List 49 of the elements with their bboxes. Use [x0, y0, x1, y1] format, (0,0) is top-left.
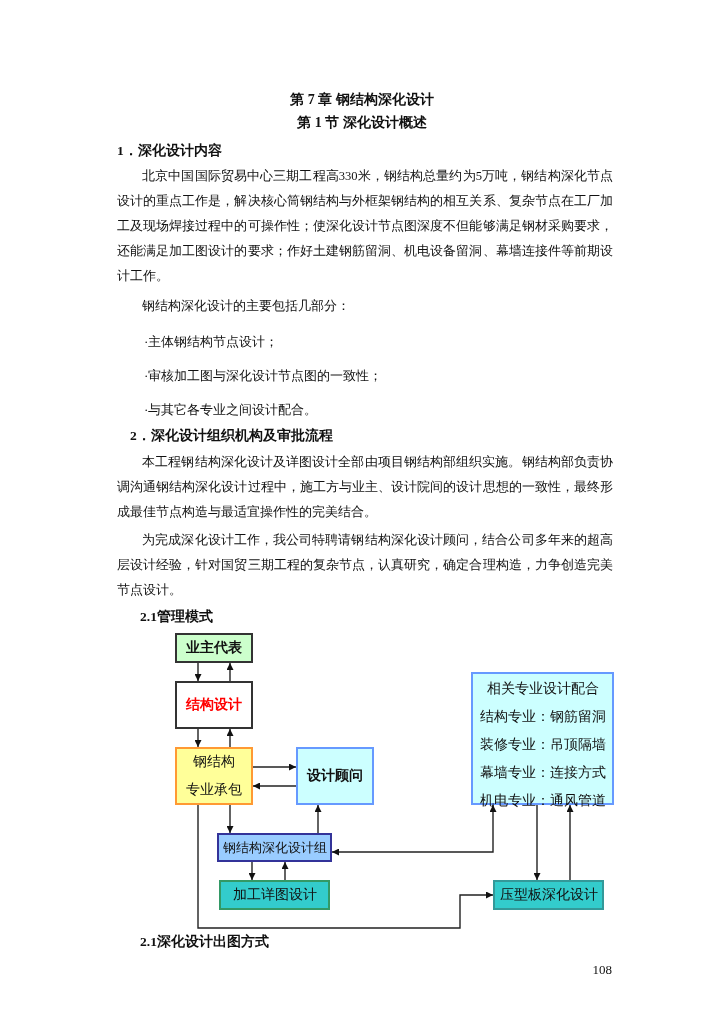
process-box — [493, 880, 604, 910]
arrow — [314, 804, 322, 834]
arrow — [331, 804, 497, 856]
arrow — [248, 861, 256, 881]
process-box — [217, 833, 332, 862]
info-box — [471, 672, 614, 805]
process-box — [175, 681, 253, 729]
paragraph: 钢结构深化设计的主要包括几部分： — [141, 298, 352, 315]
section-heading: 第 1 节 深化设计概述 — [296, 114, 428, 132]
arrow — [252, 782, 297, 790]
paragraph: 为完成深化设计工作，我公司特聘请钢结构深化设计顾问，结合公司多年来的超高层设计经验，针对国贸三期工程的复杂节点，认真研究，确定合理构造，力争创造完美节点设计。 — [117, 532, 613, 599]
arrow — [226, 728, 234, 748]
section-heading: 2．深化设计组织机构及审批流程 — [130, 427, 334, 445]
section-heading: 2.1管理模式 — [140, 608, 214, 626]
bullet-item: ·主体钢结构节点设计； — [144, 333, 280, 351]
section-heading: 1．深化设计内容 — [117, 142, 223, 160]
box-label: 装修专业：吊顶隔墙 — [479, 736, 606, 754]
box-label: 幕墙专业：连接方式 — [479, 764, 606, 782]
arrow — [252, 763, 297, 771]
page-title: 第 7 章 钢结构深化设计 — [289, 91, 435, 109]
paragraph: 北京中国国际贸易中心三期工程高330米，钢结构总量约为5万吨，钢结构深化节点设计的重点工作是，解决核心筒钢结构与外框架钢结构的相互关系、复杂节点在工厂加工及现场焊接过程中的可操作性；使深化设计节点图深度不但能够满足钢材采购要求，还能满足加工图设计的要求；作好土建钢筋留洞、机电设备留洞、幕墙连接件等前期设计工作。 — [117, 168, 613, 285]
arrow — [194, 662, 202, 682]
arrow — [197, 804, 494, 929]
page-number: 108 — [591, 961, 612, 979]
arrow — [281, 861, 289, 881]
box-label: 加工详图设计 — [232, 886, 317, 904]
process-box — [296, 747, 374, 805]
bullet-item: ·与其它各专业之间设计配合。 — [144, 401, 319, 419]
arrow — [194, 728, 202, 748]
box-label: 设计顾问 — [307, 767, 363, 785]
box-label: 钢结构深化设计组 — [222, 839, 327, 857]
bullet-item: ·审核加工图与深化设计节点图的一致性； — [144, 367, 384, 385]
section-heading: 2.1深化设计出图方式 — [140, 933, 270, 951]
box-label: 机电专业：通风管道 — [479, 792, 606, 810]
box-label: 专业承包 — [186, 781, 242, 799]
box-label: 相关专业设计配合 — [486, 680, 599, 698]
arrow — [226, 662, 234, 682]
arrow — [533, 804, 541, 881]
box-label: 结构专业：钢筋留洞 — [479, 708, 606, 726]
box-label: 结构设计 — [186, 696, 242, 714]
process-box — [219, 880, 330, 910]
paragraph: 本工程钢结构深化设计及详图设计全部由项目钢结构部组织实施。钢结构部负责协调沟通钢结构深化设计过程中，施工方与业主、设计院间的设计思想的一致性，最终形成最佳节点构造与最适宜操作性的完美结合。 — [117, 454, 613, 521]
box-label: 钢结构 — [193, 753, 235, 771]
box-label: 业主代表 — [186, 639, 242, 657]
box-label: 压型板深化设计 — [499, 886, 598, 904]
process-box — [175, 747, 253, 805]
arrow — [566, 804, 574, 881]
process-box — [175, 633, 253, 663]
arrow — [226, 804, 234, 834]
